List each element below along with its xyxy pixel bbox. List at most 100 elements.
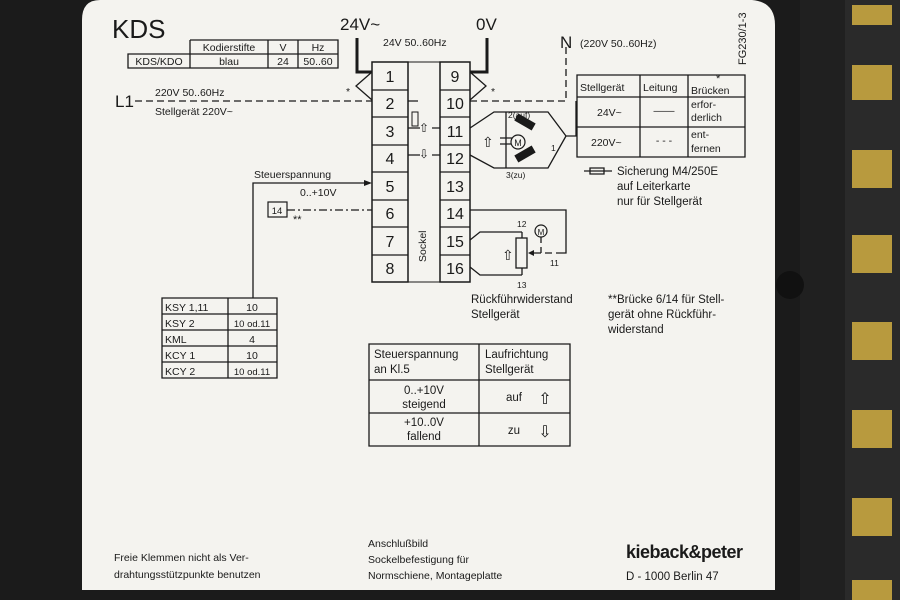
drawing-code: FG230/1-3	[737, 12, 749, 65]
svg-text:Freie Klemmen nicht als Ver-: Freie Klemmen nicht als Ver-	[114, 552, 249, 564]
svg-text:10 od.11: 10 od.11	[234, 367, 270, 378]
svg-text:*: *	[716, 73, 721, 85]
terminal-numbers: 1 2 3 4 5 6 7 8 9 10 11 12 13 14 15 16	[386, 69, 464, 278]
svg-text:4: 4	[249, 334, 255, 346]
svg-text:M: M	[538, 228, 545, 237]
svg-text:Rückführwiderstand: Rückführwiderstand	[471, 294, 573, 306]
svg-text:13: 13	[446, 179, 464, 196]
supply-frequency: 24V 50..60Hz	[383, 37, 447, 49]
svg-text:4: 4	[386, 151, 395, 168]
steuerspannung-label: Steuerspannung	[254, 169, 331, 181]
sockel-label: Sockel	[417, 230, 429, 262]
svg-text:24V~: 24V~	[597, 107, 622, 119]
svg-text:⇧: ⇧	[502, 247, 514, 263]
svg-text:KML: KML	[165, 334, 187, 346]
svg-text:16: 16	[446, 261, 464, 278]
svg-text:2(auf): 2(auf)	[508, 110, 530, 120]
neutral-label: N	[560, 33, 572, 52]
svg-text:10: 10	[246, 302, 258, 314]
svg-text:Stellgerät 220V~: Stellgerät 220V~	[155, 106, 233, 118]
neutral-spec: (220V 50..60Hz)	[580, 38, 656, 50]
svg-text:auf: auf	[506, 392, 523, 404]
svg-text:gerät ohne Rückführ-: gerät ohne Rückführ-	[608, 309, 716, 321]
svg-text:nur für Stellgerät: nur für Stellgerät	[617, 196, 703, 208]
svg-text:13: 13	[517, 280, 527, 290]
terminal-14-box: 14	[272, 206, 283, 217]
brand-logo: kieback&peter	[626, 542, 743, 562]
svg-text:fallend: fallend	[407, 431, 441, 443]
svg-text:KSY 2: KSY 2	[165, 318, 195, 330]
svg-text:an Kl.5: an Kl.5	[374, 364, 410, 376]
svg-text:8: 8	[386, 261, 395, 278]
bridge-table: Stellgerät Leitung Brücken * 24V~ —— erf…	[576, 73, 746, 158]
svg-text:11: 11	[550, 258, 559, 268]
svg-text:9: 9	[451, 69, 460, 86]
svg-text:220V~: 220V~	[591, 137, 622, 149]
svg-text:*: *	[346, 86, 350, 98]
svg-text:KDS/KDO: KDS/KDO	[135, 56, 182, 68]
svg-text:+10..0V: +10..0V	[404, 417, 444, 429]
svg-text:KCY 2: KCY 2	[165, 366, 195, 378]
svg-text:Anschlußbild: Anschlußbild	[368, 538, 428, 550]
svg-text:zu: zu	[508, 425, 520, 437]
svg-text:⇧: ⇧	[419, 121, 429, 135]
svg-text:Stellgerät: Stellgerät	[580, 82, 624, 94]
terminal-strip	[776, 0, 900, 600]
svg-text:⇩: ⇩	[419, 147, 429, 161]
svg-text:widerstand: widerstand	[607, 324, 664, 336]
svg-text:11: 11	[447, 124, 464, 141]
svg-text:**: **	[293, 214, 302, 226]
svg-text:6: 6	[386, 206, 395, 223]
svg-text:12: 12	[446, 151, 464, 168]
svg-text:derlich: derlich	[691, 112, 722, 124]
svg-text:Stellgerät: Stellgerät	[471, 309, 520, 321]
svg-text:**Brücke 6/14 für Stell-: **Brücke 6/14 für Stell-	[608, 294, 725, 306]
svg-text:steigend: steigend	[402, 399, 445, 411]
label-plate	[82, 0, 775, 590]
svg-text:Brücken: Brücken	[691, 85, 730, 97]
down-arrow-icon: ⇩	[538, 424, 551, 441]
coding-table: Kodierstifte V Hz KDS/KDO blau 24 50..60	[127, 39, 339, 69]
l1-label: L1	[115, 92, 134, 111]
svg-text:auf Leiterkarte: auf Leiterkarte	[617, 181, 691, 193]
svg-text:Steuerspannung: Steuerspannung	[374, 349, 458, 361]
svg-text:Hz: Hz	[312, 42, 325, 54]
svg-text:KCY 1: KCY 1	[165, 350, 195, 362]
svg-text:KSY 1,11: KSY 1,11	[165, 302, 209, 314]
svg-text:Sicherung M4/250E: Sicherung M4/250E	[617, 166, 718, 178]
brand-address: D - 1000 Berlin 47	[626, 571, 719, 583]
svg-text:1: 1	[386, 69, 395, 86]
svg-text:ent-: ent-	[691, 129, 710, 141]
title: KDS	[112, 14, 165, 44]
svg-text:24: 24	[277, 56, 289, 68]
up-arrow-icon: ⇧	[538, 391, 551, 408]
svg-text:Stellgerät: Stellgerät	[485, 364, 534, 376]
terminal-block: Sockel	[371, 61, 471, 283]
svg-text:*: *	[491, 86, 495, 98]
svg-text:fernen: fernen	[691, 143, 721, 155]
svg-text:5: 5	[386, 179, 395, 196]
svg-text:Normschiene, Montageplatte: Normschiene, Montageplatte	[368, 570, 502, 582]
svg-text:Kodierstifte: Kodierstifte	[203, 42, 256, 54]
svg-text:⇧: ⇧	[482, 134, 494, 150]
svg-text:Sockelbefestigung für: Sockelbefestigung für	[368, 554, 469, 566]
svg-text:220V 50..60Hz: 220V 50..60Hz	[155, 87, 224, 99]
svg-text:Leitung: Leitung	[643, 82, 678, 94]
svg-text:15: 15	[446, 234, 464, 251]
svg-text:10 od.11: 10 od.11	[234, 319, 270, 330]
fuse-icon	[584, 167, 612, 175]
svg-text:erfor-: erfor-	[691, 99, 717, 111]
svg-text:blau: blau	[219, 56, 239, 68]
svg-text:M: M	[514, 138, 522, 148]
supply-0v: 0V	[476, 15, 497, 34]
svg-text:10: 10	[246, 350, 258, 362]
svg-text:12: 12	[517, 219, 527, 229]
svg-text:3(zu): 3(zu)	[506, 170, 526, 180]
direction-table: Steuerspannung an Kl.5 Laufrichtung Stel…	[368, 343, 571, 447]
svg-text:drahtungsstützpunkte benutzen: drahtungsstützpunkte benutzen	[114, 569, 261, 581]
svg-text:10: 10	[446, 96, 464, 113]
svg-text:Laufrichtung: Laufrichtung	[485, 349, 548, 361]
svg-text:14: 14	[446, 206, 464, 223]
